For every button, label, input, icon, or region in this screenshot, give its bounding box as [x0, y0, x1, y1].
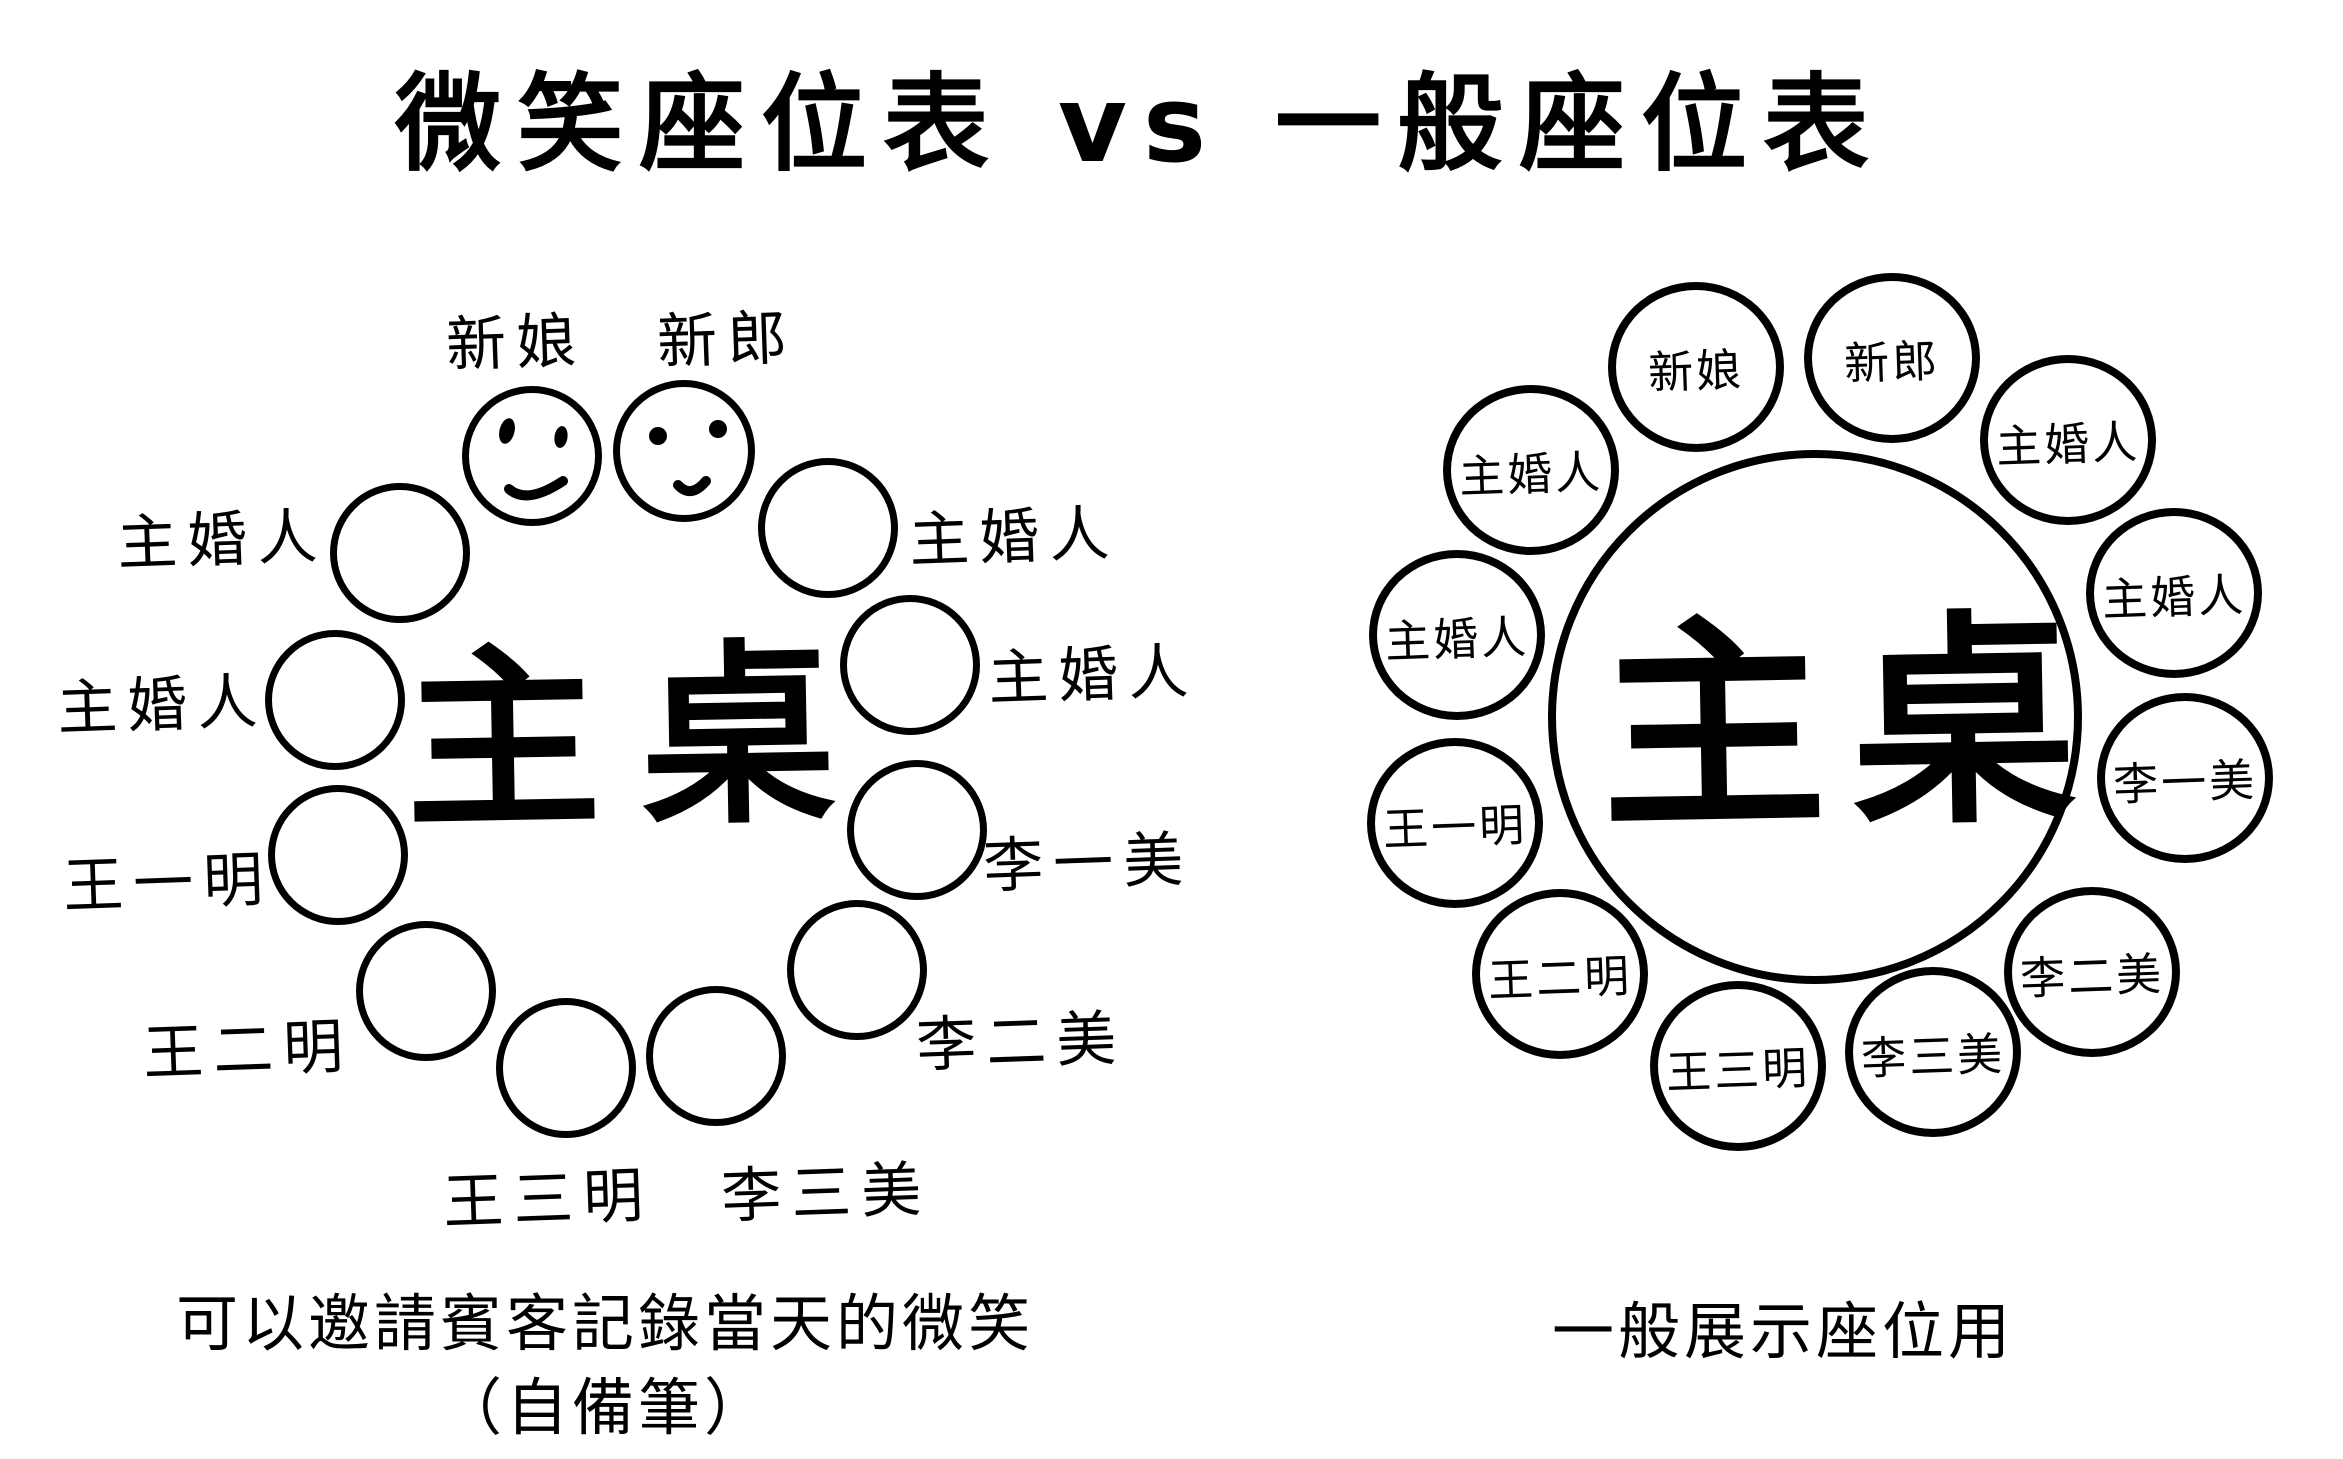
- seat-name: 王二明: [1487, 949, 1634, 1007]
- seat-circle: [268, 785, 408, 925]
- seat-label: 主婚人: [908, 498, 1121, 577]
- seat-name: 主婚人: [1458, 445, 1605, 503]
- seat-name: 主婚人: [1995, 415, 2142, 473]
- seat-circle: 王三明: [1650, 981, 1826, 1151]
- seat-circle: 李二美: [2004, 887, 2180, 1057]
- bride-smiley-icon: [499, 418, 568, 501]
- seat-circle: [646, 986, 786, 1126]
- seat-circle: [787, 900, 927, 1040]
- table-circle: [1548, 450, 2082, 984]
- seat-label: 王三明: [442, 1160, 655, 1239]
- main-table-label: 主桌: [1598, 590, 2104, 862]
- seat-circle: 李一美: [2097, 693, 2273, 863]
- seat-circle: 新娘: [1608, 282, 1784, 452]
- seat-label: 李一美: [982, 824, 1195, 903]
- seat-circle: [847, 760, 987, 900]
- seat-label: 新郎: [656, 303, 799, 378]
- seat-label: 王二明: [142, 1011, 355, 1090]
- seat-label: 李三美: [720, 1154, 933, 1233]
- seat-circle: [758, 458, 898, 598]
- smiley-eye: [554, 426, 568, 448]
- right-caption: 一般展示座位用: [1551, 1295, 2015, 1368]
- seat-name: 主婚人: [1384, 610, 1531, 668]
- seat-circle-bride: [462, 386, 602, 526]
- seat-circle: [356, 921, 496, 1061]
- smiley-eye: [709, 420, 727, 438]
- seat-name: 新郎: [1843, 333, 1942, 391]
- seat-circle: [265, 630, 405, 770]
- left-caption-line2: （自備筆）: [439, 1371, 771, 1444]
- seat-name: 王三明: [1665, 1041, 1812, 1099]
- seat-circle: 新郎: [1804, 273, 1980, 443]
- seat-circle: 主婚人: [2086, 508, 2262, 678]
- seat-label: 主婚人: [116, 501, 329, 580]
- smiley-eye: [649, 427, 667, 445]
- page-title: 微笑座位表 vs 一般座位表: [395, 63, 1885, 186]
- main-table-label: 主桌: [403, 620, 878, 856]
- seat-circle-groom: [613, 380, 755, 522]
- seat-label: 新娘: [445, 306, 588, 381]
- seat-circle: [840, 595, 980, 735]
- seat-label: 王一明: [62, 844, 275, 923]
- smiley-mouth: [504, 476, 568, 501]
- seat-name: 李三美: [1860, 1027, 2007, 1085]
- seat-circle: 主婚人: [1369, 550, 1545, 720]
- seat-label: 主婚人: [987, 636, 1200, 715]
- left-caption-line1: 可以邀請賓客記錄當天的微笑: [175, 1287, 1035, 1360]
- seat-name: 新娘: [1647, 342, 1746, 400]
- smiley-eye: [499, 418, 515, 444]
- seat-label: 主婚人: [56, 666, 269, 745]
- seat-circle: 主婚人: [1980, 355, 2156, 525]
- groom-smiley-icon: [649, 420, 727, 496]
- seat-name: 王一明: [1382, 798, 1529, 856]
- seat-circle: [330, 483, 470, 623]
- seat-circle: 主婚人: [1443, 385, 1619, 555]
- seat-circle: 李三美: [1845, 967, 2021, 1137]
- seat-name: 李一美: [2112, 753, 2259, 811]
- seat-circle: 王二明: [1472, 889, 1648, 1059]
- seat-circle: 王一明: [1367, 738, 1543, 908]
- seat-name: 主婚人: [2101, 568, 2248, 626]
- seat-name: 李二美: [2019, 947, 2166, 1005]
- seat-circle: [496, 998, 636, 1138]
- seat-label: 李二美: [915, 1003, 1128, 1082]
- smiley-mouth: [673, 476, 711, 496]
